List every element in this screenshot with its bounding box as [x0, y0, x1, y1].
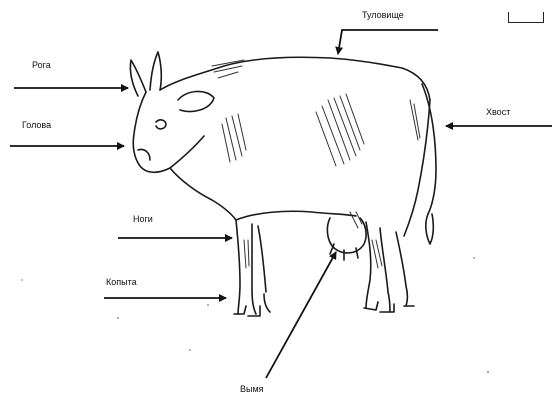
eye — [156, 120, 166, 129]
head — [133, 92, 204, 172]
left-horn — [130, 60, 146, 96]
front-leg-1 — [236, 220, 240, 314]
label-head: Голова — [22, 121, 51, 130]
belly — [236, 211, 356, 220]
label-udder: Вымя — [240, 385, 264, 394]
body-outline — [160, 57, 430, 100]
arrow-udder — [266, 252, 336, 378]
label-legs: Ноги — [133, 215, 153, 224]
label-back: Туловище — [362, 11, 404, 20]
scale-bracket — [508, 12, 544, 23]
arrows — [10, 30, 552, 378]
ear — [178, 91, 214, 111]
right-horn — [150, 52, 161, 90]
tail — [422, 84, 436, 214]
label-hooves: Копыта — [106, 278, 137, 287]
speckles — [21, 257, 488, 373]
arrow-back — [338, 30, 438, 54]
cow-illustration — [130, 52, 436, 316]
label-tail: Хвост — [486, 108, 510, 117]
label-horns: Рога — [32, 61, 51, 70]
